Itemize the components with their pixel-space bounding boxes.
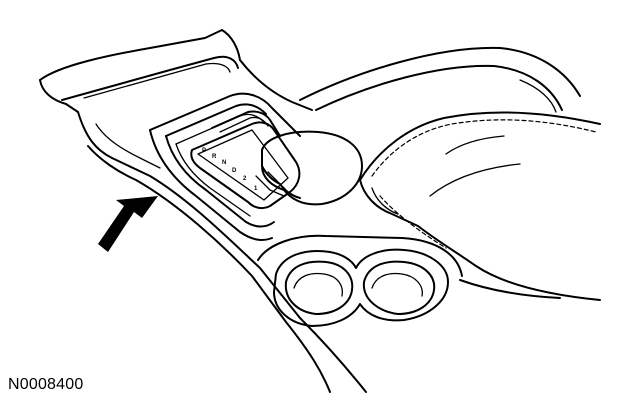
figure-reference-number: N0008400 — [8, 376, 84, 393]
gear-indicator-strip — [190, 110, 301, 210]
gear-letter-1: P — [202, 148, 206, 154]
gear-letter-3: N — [222, 160, 226, 166]
gear-letters: P R N D 2 1 — [202, 148, 258, 192]
gear-letter-4: D — [232, 168, 237, 174]
console-body — [39, 29, 367, 393]
pointer-arrow — [98, 196, 158, 252]
seat-cushion — [299, 46, 601, 301]
shift-lever-knob — [255, 130, 363, 206]
gear-letter-5: 2 — [243, 176, 247, 182]
gear-letter-6: 1 — [254, 186, 258, 192]
shifter-bezel — [149, 92, 301, 241]
gear-letter-2: R — [212, 154, 217, 160]
cup-holders — [257, 234, 463, 327]
